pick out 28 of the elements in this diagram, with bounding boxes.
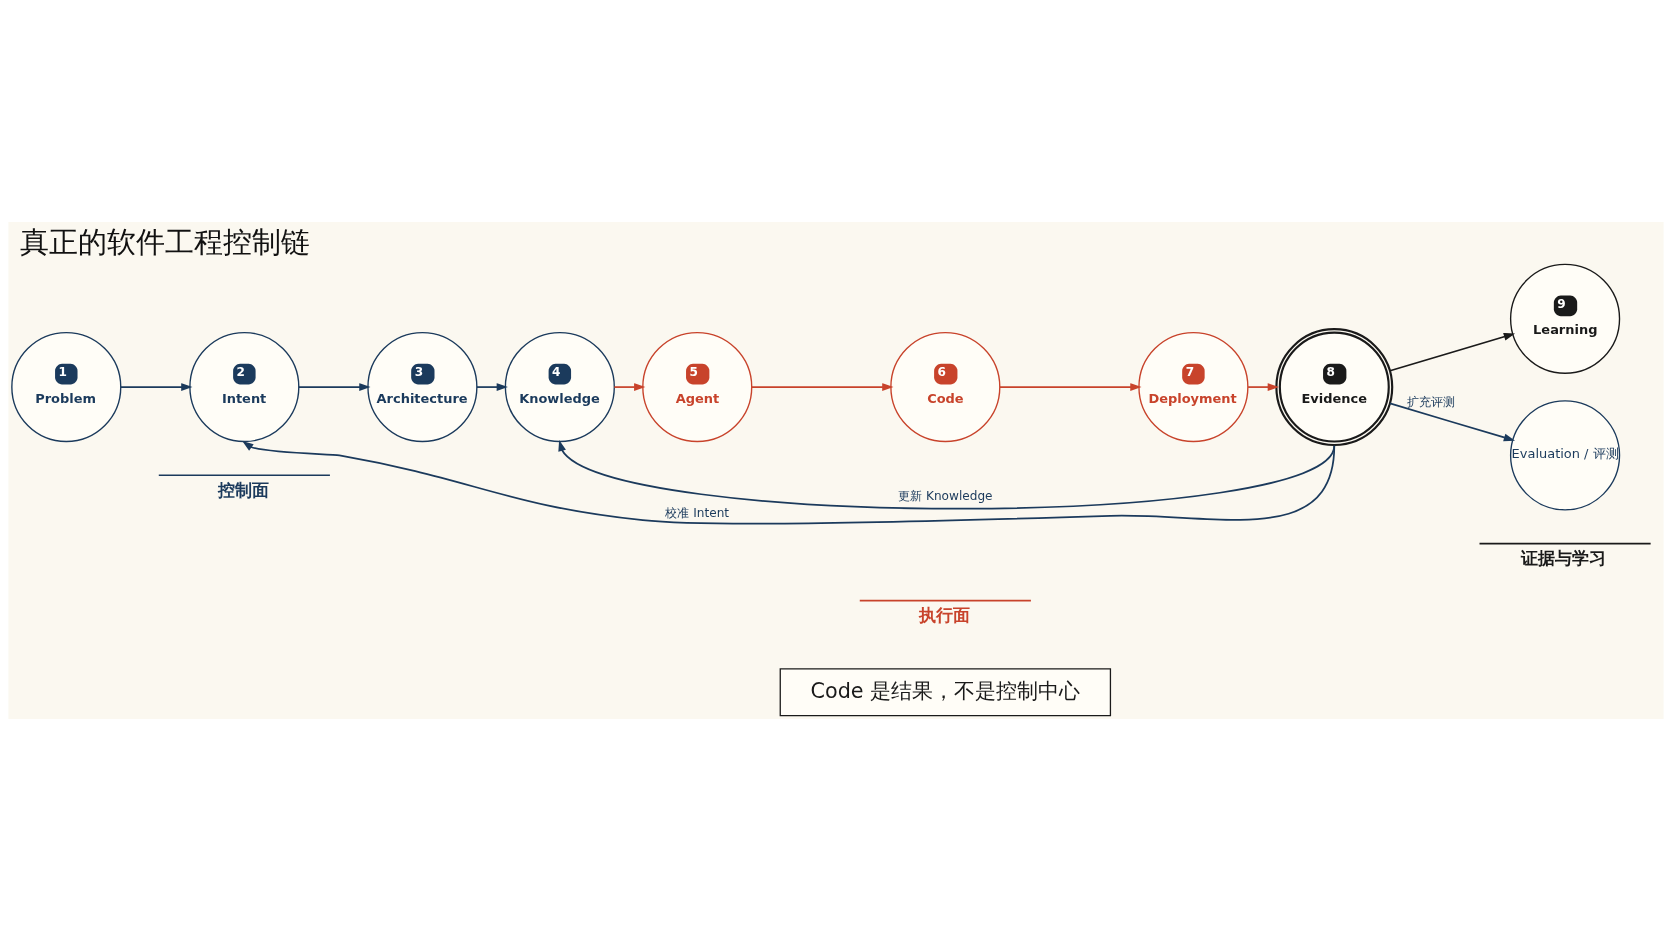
- label: 控制面: [217, 480, 269, 500]
- edge-label: 校准 Intent: [665, 505, 730, 520]
- arrow: [119, 383, 193, 392]
- node-circle: 4 Knowledge: [504, 331, 615, 443]
- arrow: [476, 383, 508, 392]
- node-circle: Evaluation / 评测: [1509, 400, 1621, 511]
- node-box: Code 是结果，不是控制中心: [779, 668, 1112, 717]
- label: 执行面: [918, 605, 970, 626]
- arrow: [1247, 383, 1279, 392]
- label: 证据与学习: [1521, 548, 1606, 569]
- arrow: [558, 439, 1336, 510]
- node-circle: 5 Agent: [642, 331, 753, 443]
- node-circle: 3 Architecture: [367, 331, 478, 443]
- arrow: [1389, 402, 1516, 442]
- edge-label: 更新 Knowledge: [898, 488, 993, 503]
- edge-label: 扩充评测: [1407, 395, 1456, 410]
- node-circle: 6 Code: [890, 331, 1001, 443]
- arrow: [1389, 332, 1516, 372]
- node-circle: 9 Learning: [1509, 263, 1621, 374]
- node-circle: 1 Problem: [11, 331, 122, 443]
- arrow: [613, 383, 646, 392]
- arrow: [999, 383, 1142, 392]
- arrow: [297, 383, 371, 392]
- node-circle: 2 Intent: [189, 331, 300, 443]
- diagram-title: 真正的软件工程控制链: [19, 225, 310, 260]
- arrow: [242, 440, 1336, 525]
- arrow: [751, 383, 894, 392]
- node-circle: 7 Deployment: [1138, 331, 1249, 443]
